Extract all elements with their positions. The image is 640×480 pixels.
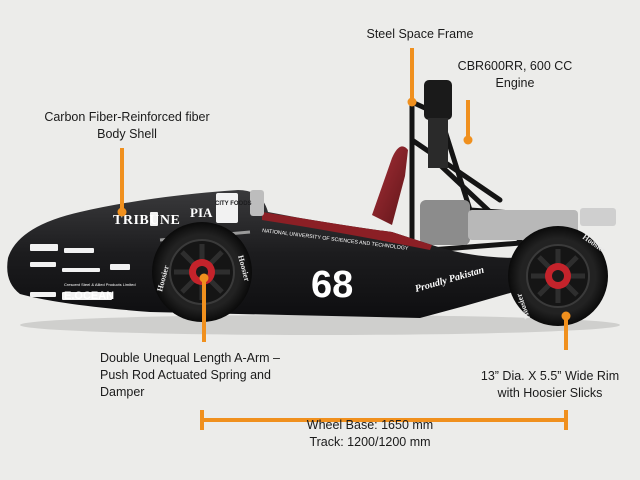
label-body-line-1: Carbon Fiber-Reinforced fiber bbox=[44, 110, 210, 124]
sponsor-decals bbox=[30, 193, 238, 300]
annotation-dots bbox=[117, 97, 571, 321]
label-engine-line-1: CBR600RR, 600 CC bbox=[457, 59, 573, 73]
ground-shadow bbox=[20, 315, 620, 335]
sponsor-tribune: TRIBUNE bbox=[113, 213, 180, 228]
sponsor-eocean: E.OCEAN bbox=[64, 290, 114, 302]
label-wheel-line-2: with Hoosier Slicks bbox=[497, 386, 603, 400]
red-seat bbox=[372, 146, 408, 225]
label-track: Track: 1200/1200 mm bbox=[309, 435, 431, 449]
label-suspension-line-2: Push Rod Actuated Spring and bbox=[100, 368, 271, 382]
label-suspension-line-1: Double Unequal Length A-Arm – bbox=[100, 351, 280, 365]
sponsor-pia: PIA bbox=[190, 205, 213, 220]
sponsor-crescent-steel: Crescent Steel & Allied Products Limited bbox=[64, 282, 136, 287]
label-wheelbase: Wheel Base: 1650 mm bbox=[306, 418, 434, 432]
body-shell bbox=[7, 190, 520, 318]
label-suspension: Double Unequal Length A-Arm – Push Rod A… bbox=[100, 350, 320, 401]
rear-wheel bbox=[508, 226, 608, 326]
label-dimensions: Wheel Base: 1650 mm Track: 1200/1200 mm bbox=[290, 417, 450, 451]
front-wheel bbox=[152, 222, 252, 322]
engine-intake bbox=[420, 80, 616, 245]
label-wheel-rim: 13” Dia. X 5.5” Wide Rim with Hoosier Sl… bbox=[470, 368, 630, 402]
car-number: 68 bbox=[311, 264, 353, 306]
label-steel-space-frame: Steel Space Frame bbox=[360, 26, 480, 43]
label-suspension-line-3: Damper bbox=[100, 385, 145, 399]
steering-wheel bbox=[250, 190, 264, 216]
label-wheel-line-1: 13” Dia. X 5.5” Wide Rim bbox=[480, 369, 620, 383]
label-engine: CBR600RR, 600 CC Engine bbox=[440, 58, 590, 92]
label-engine-line-2: Engine bbox=[495, 76, 535, 90]
label-frame-line: Steel Space Frame bbox=[366, 27, 474, 41]
annotation-leaders bbox=[120, 48, 568, 430]
label-body-line-2: Body Shell bbox=[97, 127, 157, 141]
sponsor-city-foods: CITY FOODS bbox=[215, 201, 252, 207]
red-stripe bbox=[262, 212, 432, 250]
label-body-shell: Carbon Fiber-Reinforced fiber Body Shell bbox=[22, 109, 232, 143]
